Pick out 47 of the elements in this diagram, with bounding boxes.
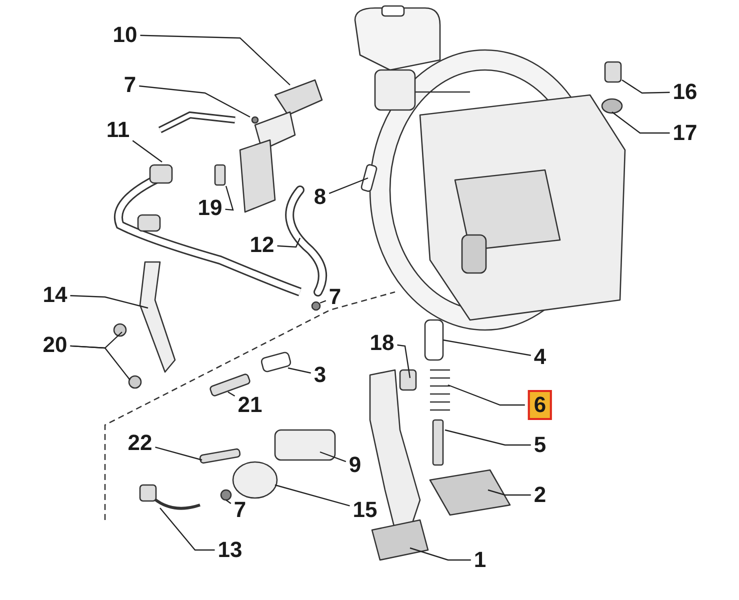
leader-line: [612, 112, 670, 134]
callout-number: 5: [534, 434, 546, 456]
callout-number: 13: [218, 539, 242, 561]
leader-line: [328, 177, 368, 194]
leader-line: [139, 85, 250, 118]
leader-line: [160, 508, 215, 551]
callout-number: 19: [198, 197, 222, 219]
callout-number: 15: [352, 499, 378, 521]
callout-number: 1: [474, 549, 486, 571]
callout-number: 16: [672, 81, 698, 103]
callout-number: 3: [314, 364, 326, 386]
callout-number: 18: [370, 332, 394, 354]
leader-line: [70, 295, 148, 309]
callout-number: 2: [534, 484, 546, 506]
leader-line: [228, 391, 236, 397]
callout-number: 17: [672, 122, 698, 144]
callout-number: 6: [528, 390, 552, 420]
leader-line: [140, 34, 290, 86]
callout-number: 7: [328, 286, 342, 308]
callout-number: 9: [348, 454, 362, 476]
leader-line: [70, 345, 130, 380]
leader-line: [288, 367, 311, 374]
leader-line: [320, 300, 326, 304]
leader-line: [397, 344, 411, 378]
callout-number: 22: [128, 432, 152, 454]
callout-number: 10: [112, 24, 138, 46]
callout-number: 21: [238, 394, 262, 416]
leader-line: [277, 238, 301, 248]
callout-number: 20: [42, 334, 68, 356]
leader-line: [448, 384, 525, 406]
callout-number: 11: [106, 119, 130, 141]
callout-number: 14: [42, 284, 68, 306]
callout-number: 8: [314, 186, 326, 208]
leader-line: [226, 500, 232, 504]
leader-line: [622, 80, 670, 94]
leader-line: [488, 489, 531, 496]
leader-line: [132, 140, 162, 162]
leader-line: [155, 446, 202, 461]
callout-number: 4: [534, 346, 546, 368]
leader-line: [410, 547, 471, 561]
leader-line: [442, 339, 531, 356]
leader-line: [444, 429, 531, 446]
callout-number: 7: [234, 499, 246, 521]
leader-line: [225, 186, 234, 211]
leader-line: [274, 484, 350, 506]
callout-number: 12: [250, 234, 274, 256]
callout-number: 7: [124, 74, 136, 96]
